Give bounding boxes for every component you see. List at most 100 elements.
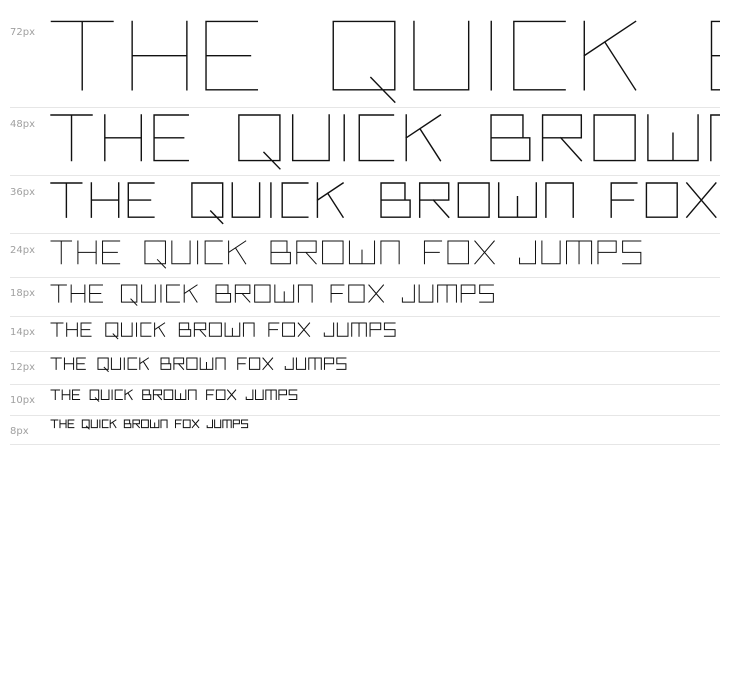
glyph-run: [51, 323, 395, 339]
glyph: [324, 358, 333, 369]
glyph: [611, 183, 637, 217]
glyph: [145, 241, 166, 268]
glyph: [298, 323, 309, 336]
glyph-run: [51, 21, 720, 102]
glyph: [263, 358, 273, 369]
glyph: [381, 183, 410, 217]
glyph: [51, 390, 60, 400]
glyph: [150, 420, 158, 428]
glyph: [121, 285, 136, 305]
sample-glyphs: [50, 182, 720, 226]
glyph: [67, 323, 78, 336]
glyph: [233, 420, 239, 428]
glyph: [124, 420, 130, 428]
sample-text: THE QUICK BROWN FOX JUMPS: [10, 108, 11, 109]
sample-text: THE QUICK BROWN FOX JUMPS: [10, 176, 11, 177]
glyph: [187, 358, 197, 369]
glyph: [337, 323, 348, 336]
glyph: [215, 420, 221, 428]
glyph: [381, 241, 399, 264]
glyph-run: [51, 183, 720, 223]
glyph: [370, 323, 381, 336]
glyph: [209, 323, 221, 336]
sample-text: THE QUICK BROWN FOX JUMPS: [10, 317, 11, 318]
glyph-run: [51, 358, 346, 371]
glyph: [333, 21, 395, 102]
glyph: [106, 323, 118, 339]
glyph: [225, 323, 240, 336]
glyph: [296, 358, 305, 369]
glyph: [438, 285, 457, 302]
glyph: [598, 241, 616, 264]
glyph: [269, 323, 279, 336]
glyph: [384, 323, 395, 336]
glyph: [179, 323, 190, 336]
size-label: 48px: [10, 119, 35, 130]
glyph: [687, 183, 716, 217]
size-label: 10px: [10, 395, 35, 406]
glyph: [68, 420, 74, 428]
glyph: [154, 115, 188, 161]
glyph: [216, 358, 225, 369]
glyph: [420, 183, 449, 217]
glyph: [142, 285, 156, 302]
size-label: 8px: [10, 426, 29, 437]
glyph: [174, 358, 184, 369]
glyph: [51, 420, 58, 428]
glyph: [249, 358, 259, 369]
sample-text: THE QUICK BROWN FOX JUMPS: [10, 278, 11, 279]
glyph: [266, 390, 276, 400]
glyph: [293, 115, 329, 161]
glyph: [77, 358, 86, 369]
glyph: [51, 358, 61, 369]
specimen-row-36: 36px THE QUICK BROWN FOX JUMPS: [10, 176, 720, 234]
glyph: [216, 285, 231, 302]
glyph: [369, 285, 384, 302]
sample-glyphs: [50, 240, 649, 270]
glyph: [275, 285, 294, 302]
size-label: 14px: [10, 327, 35, 338]
glyph: [491, 115, 530, 161]
glyph: [192, 420, 198, 428]
glyph: [246, 390, 253, 400]
glyph: [402, 285, 414, 302]
glyph: [337, 358, 346, 369]
glyph: [324, 323, 333, 336]
glyph-run: [51, 390, 297, 401]
glyph: [216, 390, 225, 400]
specimen-row-12: 12px THE QUICK BROWN FOX JUMPS: [10, 352, 720, 385]
glyph-run: [51, 115, 720, 169]
glyph: [142, 420, 149, 428]
glyph: [121, 323, 132, 336]
glyph: [448, 241, 469, 264]
specimen-row-24: 24px THE QUICK BROWN FOX JUMPS: [10, 234, 720, 278]
glyph: [207, 390, 214, 400]
glyph: [91, 183, 118, 217]
glyph: [352, 323, 367, 336]
sample-text: THE QUICK BROWN FOX JUMPS: [10, 352, 11, 353]
specimen-row-10: 10px THE QUICK BROWN FOX JUMPS: [10, 385, 720, 416]
size-label: 18px: [10, 288, 35, 299]
glyph: [584, 21, 635, 89]
glyph: [51, 323, 63, 336]
glyph: [255, 285, 270, 302]
glyph: [71, 285, 85, 302]
glyph: [183, 420, 190, 428]
size-label: 24px: [10, 245, 35, 256]
glyph: [153, 390, 161, 400]
glyph: [229, 241, 246, 264]
glyph: [184, 285, 197, 302]
glyph: [125, 390, 132, 400]
glyph-run: [51, 285, 493, 305]
sample-glyphs: [50, 114, 720, 171]
glyph: [167, 285, 180, 302]
glyph: [285, 358, 293, 369]
glyph: [232, 183, 259, 217]
glyph: [514, 21, 565, 89]
glyph: [309, 358, 322, 369]
glyph: [323, 241, 344, 264]
specimen-row-72: 72px THE QUICK BROWN FOX JUMPS: [10, 0, 720, 108]
glyph: [175, 390, 185, 400]
glyph: [192, 183, 223, 223]
glyph: [223, 420, 231, 428]
